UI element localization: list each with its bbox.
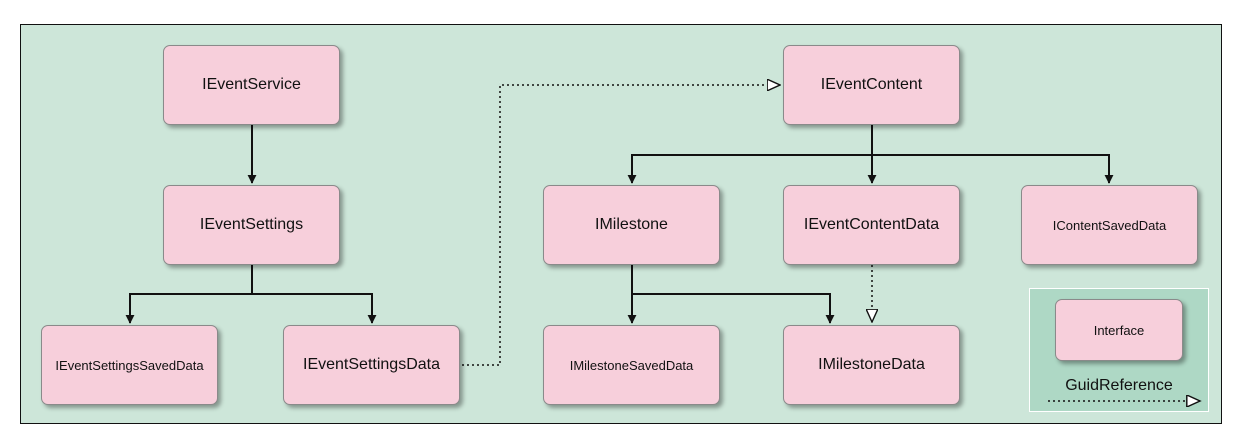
node-ieventcontent[interactable]: IEventContent (783, 45, 960, 125)
node-label: IEventSettingsSavedData (55, 357, 204, 373)
node-icontentsaveddata[interactable]: IContentSavedData (1021, 185, 1198, 265)
edge-milestone-milestonedata (632, 293, 835, 324)
node-imilestonedata[interactable]: IMilestoneData (783, 325, 960, 405)
legend-guidreference-label: GuidReference (1065, 377, 1173, 394)
node-label: IContentSavedData (1052, 217, 1167, 233)
node-label: IEventService (202, 76, 301, 93)
node-imilestone[interactable]: IMilestone (543, 185, 720, 265)
edge-eventcontent-contentsaveddata (872, 154, 1114, 184)
node-label: IEventContent (820, 76, 923, 93)
legend: Interface GuidReference (1029, 288, 1209, 412)
node-ieventsettings[interactable]: IEventSettings (163, 185, 340, 265)
legend-interface-swatch: Interface (1055, 299, 1183, 361)
node-label: IEventContentData (803, 216, 940, 233)
legend-interface-label: Interface (1093, 322, 1145, 338)
node-label: IMilestoneSavedData (569, 357, 694, 373)
edge-eventsettings-trunk (125, 265, 253, 324)
node-ieventsettingssaveddata[interactable]: IEventSettingsSavedData (41, 325, 218, 405)
node-imilestonesaveddata[interactable]: IMilestoneSavedData (543, 325, 720, 405)
node-label: IEventSettingsData (303, 356, 440, 373)
node-label: IMilestoneData (818, 356, 925, 373)
legend-guidreference-line (1048, 289, 1210, 413)
node-ieventsettingsdata[interactable]: IEventSettingsData (283, 325, 460, 405)
edge-eventcontent-trunk (627, 125, 873, 184)
node-label: IEventSettings (199, 216, 304, 233)
node-label: IMilestone (595, 216, 668, 233)
edge-eventsettings-settingsdata (252, 293, 377, 324)
node-ieventservice[interactable]: IEventService (163, 45, 340, 125)
node-ieventcontentdata[interactable]: IEventContentData (783, 185, 960, 265)
